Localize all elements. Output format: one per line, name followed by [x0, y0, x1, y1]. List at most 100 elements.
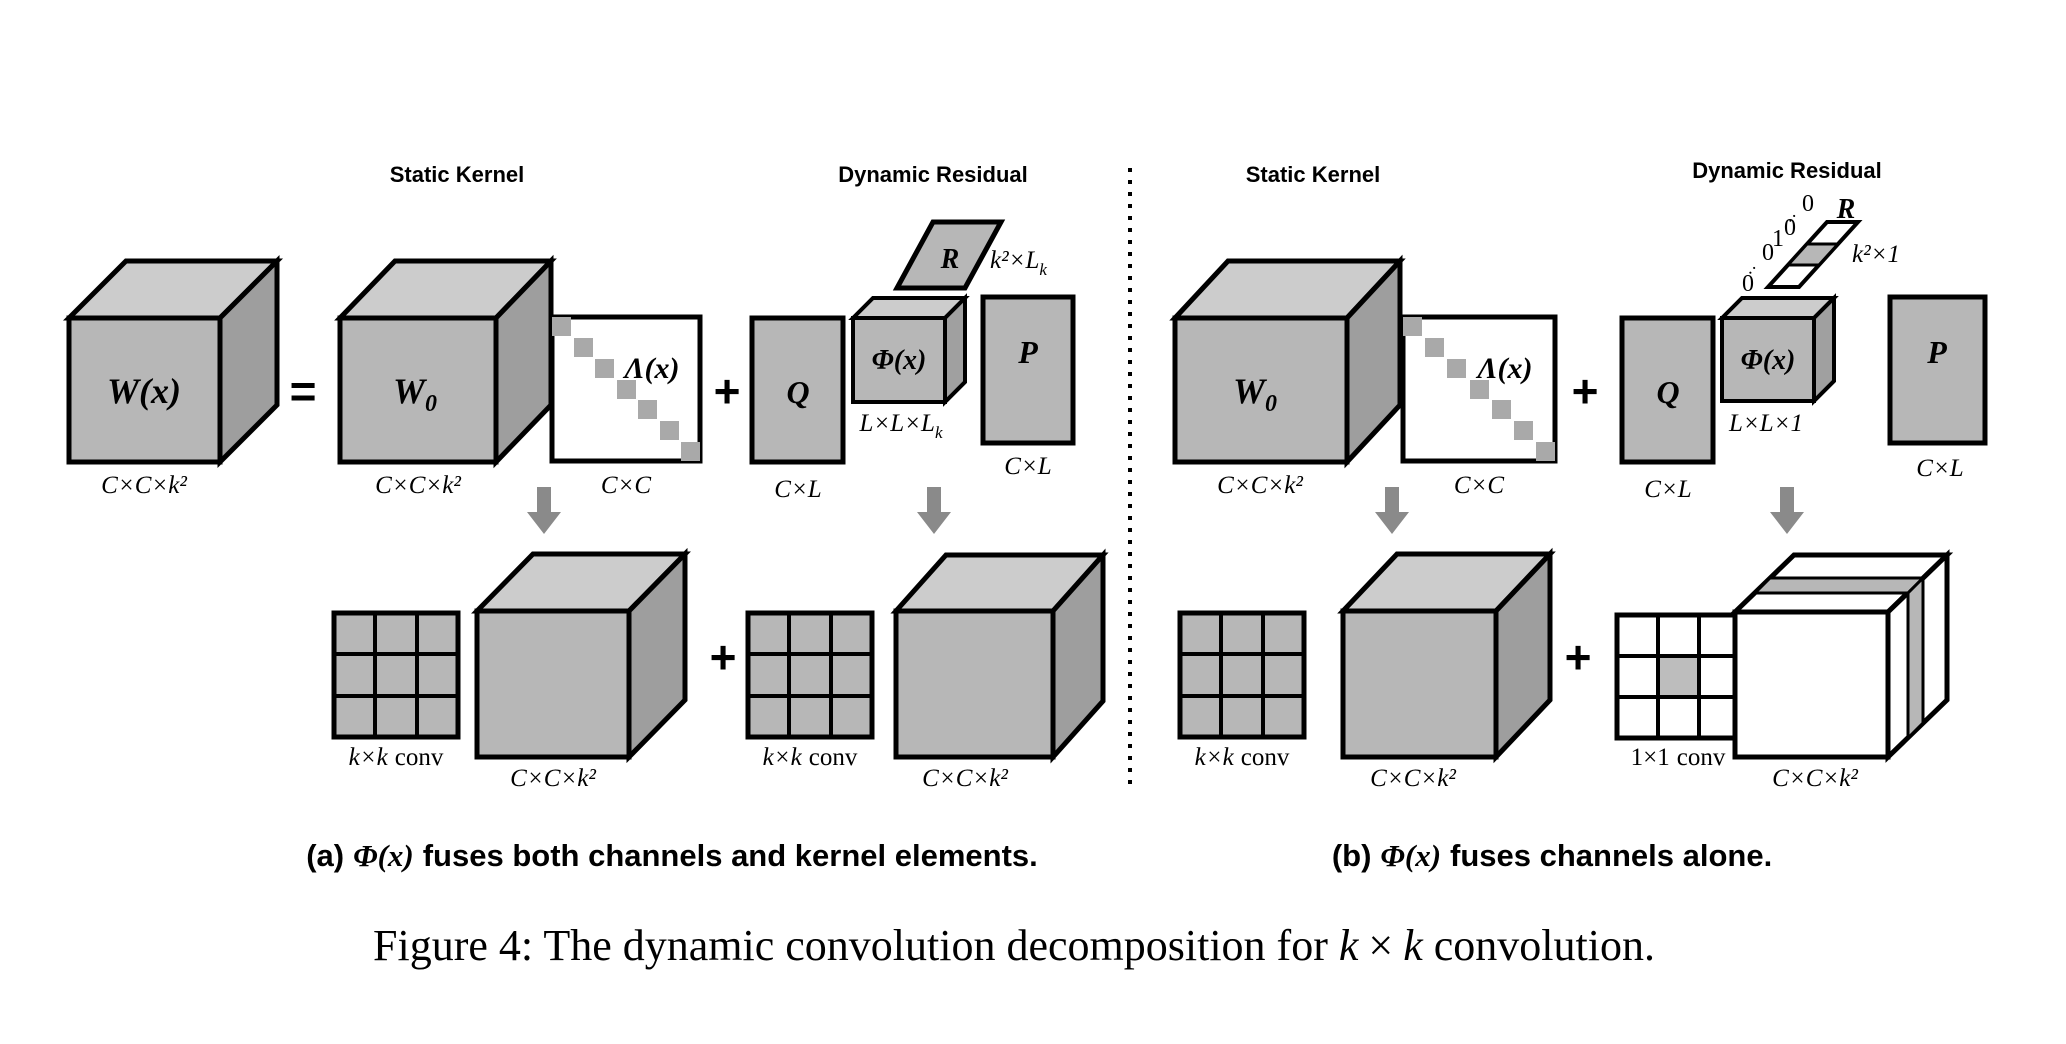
- w0-a-dim-label: C×C×k²: [375, 472, 461, 499]
- r-b-gray-cell: [1784, 242, 1842, 267]
- figure-caption: Figure 4: The dynamic convolution decomp…: [373, 921, 1655, 970]
- grid-b1-box: [1177, 610, 1307, 740]
- down-arrow-b-static: [1375, 487, 1409, 534]
- wx-cube-front-face: [66, 315, 223, 465]
- down-arrow-b-dynamic: [1770, 487, 1804, 534]
- w0-a-label-sub: 0: [425, 391, 437, 417]
- diag-cell: [638, 400, 657, 419]
- grid-b2-label-math: 1×1: [1631, 744, 1670, 771]
- wx-label: W(x): [107, 371, 181, 411]
- figure-caption-part2: convolution.: [1434, 921, 1655, 970]
- diag-cell: [595, 359, 614, 378]
- phi-a-dim-sub: k: [935, 423, 943, 442]
- q-a-box: [749, 315, 846, 465]
- w0-a-label-main: W: [393, 371, 428, 411]
- diag-cell: [681, 442, 700, 461]
- cube-b2-dim-label: C×C×k²: [1772, 765, 1858, 792]
- wx-cube: W(x) C×C×k²: [62, 254, 284, 499]
- lambda-b-label: Λ(x): [1476, 352, 1533, 385]
- cube-a2-front-face: [893, 608, 1056, 760]
- grid-b1-label-math: k×k: [1195, 744, 1235, 771]
- panel-b-dynamic-residual-header: Dynamic Residual: [1692, 158, 1882, 183]
- cube-a2-dim-label: C×C×k²: [922, 765, 1008, 792]
- phi-b-dim-label: L×L×1: [1728, 410, 1803, 437]
- grid-a1-box: [331, 610, 461, 740]
- panel-a-caption: (a)Φ(x)fuses both channels and kernel el…: [306, 838, 1038, 873]
- plus-sign-a-top: +: [714, 365, 741, 417]
- panel-b-caption-text: fuses channels alone.: [1450, 838, 1772, 873]
- diag-cell: [1425, 338, 1444, 357]
- panel-b-caption-math: Φ(x): [1380, 838, 1441, 873]
- phi-cube-b: Φ(x) L×L×1: [1717, 293, 1839, 437]
- lambda-matrix-b: Λ(x) C×C: [1400, 314, 1558, 499]
- q-b-dim-label: C×L: [1644, 476, 1691, 503]
- w0-b-label: W0: [1233, 371, 1277, 417]
- panel-b-static-kernel-header: Static Kernel: [1246, 162, 1381, 187]
- p-matrix-b: P C×L: [1887, 294, 1988, 482]
- lambda-a-label: Λ(x): [623, 352, 680, 385]
- r-a-dim-sub: k: [1039, 260, 1047, 279]
- wx-dim-label: C×C×k²: [101, 472, 187, 499]
- cube-b2-top-gray-slice: [1751, 576, 1927, 595]
- w0-b-label-main: W: [1233, 371, 1268, 411]
- panel-b-caption: (b)Φ(x)fuses channels alone.: [1332, 838, 1772, 873]
- phi-a-front-face: [851, 316, 947, 404]
- panel-a: Static Kernel Dynamic Residual W(x) C×C×…: [62, 162, 1109, 873]
- w0-b-front-face: [1172, 315, 1350, 465]
- grid-a2-label-math: k×k: [763, 744, 803, 771]
- grid-b1-label-text: conv: [1241, 744, 1290, 771]
- equals-sign: =: [290, 365, 317, 417]
- diag-cell: [574, 338, 593, 357]
- panel-b: Static Kernel Dynamic Residual W0 C×C×k²…: [1169, 158, 1988, 873]
- result-cube-b2-sliced: C×C×k²: [1728, 549, 1954, 792]
- cube-a1-front-face: [474, 608, 632, 760]
- r-a-dim-label: k²×Lk: [990, 247, 1047, 279]
- result-cube-b1: C×C×k²: [1337, 547, 1556, 792]
- diag-cell: [1492, 400, 1511, 419]
- w0-b-dim-label: C×C×k²: [1217, 472, 1303, 499]
- one-hot-value: 0: [1762, 240, 1774, 266]
- r-b-dim-label: k²×1: [1852, 241, 1900, 268]
- diag-cell: [1470, 380, 1489, 399]
- diag-cell: [1403, 317, 1422, 336]
- diag-cell: [1536, 442, 1555, 461]
- phi-b-side-face: [1812, 293, 1836, 406]
- lambda-b-dim-label: C×C: [1454, 472, 1505, 499]
- panel-a-static-kernel-header: Static Kernel: [390, 162, 525, 187]
- panel-a-caption-math: Φ(x): [353, 838, 414, 873]
- q-matrix-a: Q C×L: [749, 315, 846, 503]
- diag-cell: [1447, 359, 1466, 378]
- phi-a-side-face: [943, 293, 967, 407]
- phi-b-front-face: [1720, 316, 1816, 403]
- phi-b-label: Φ(x): [1741, 345, 1796, 376]
- diag-cell: [617, 380, 636, 399]
- figure-caption-part1: Figure 4: The dynamic convolution decomp…: [373, 921, 1328, 970]
- plus-sign-a-bottom: +: [710, 631, 737, 683]
- r-a-dim-main: k²×L: [990, 247, 1039, 274]
- phi-a-dim-main: L×L×L: [859, 410, 935, 437]
- panel-a-caption-prefix: (a): [306, 838, 344, 873]
- figure-caption-k2: k: [1403, 921, 1424, 970]
- q-matrix-b: Q C×L: [1619, 315, 1716, 503]
- one-hot-value: 0: [1784, 215, 1796, 241]
- p-a-label: P: [1017, 334, 1038, 370]
- phi-cube-a: Φ(x) L×L×Lk: [848, 293, 970, 442]
- lambda-matrix-a: Λ(x) C×C: [549, 314, 703, 499]
- diag-cell: [660, 421, 679, 440]
- one-hot-value: 1: [1772, 226, 1784, 252]
- cube-b2-side-gray-slice: [1906, 574, 1925, 742]
- r-a-shape: [892, 219, 1006, 291]
- grid-a1-label-text: conv: [395, 744, 444, 771]
- diag-cell: [552, 317, 571, 336]
- p-b-box: [1887, 294, 1988, 446]
- w0-a-label: W0: [393, 371, 437, 417]
- plus-sign-b-top: +: [1572, 365, 1599, 417]
- lambda-a-dim-label: C×C: [601, 472, 652, 499]
